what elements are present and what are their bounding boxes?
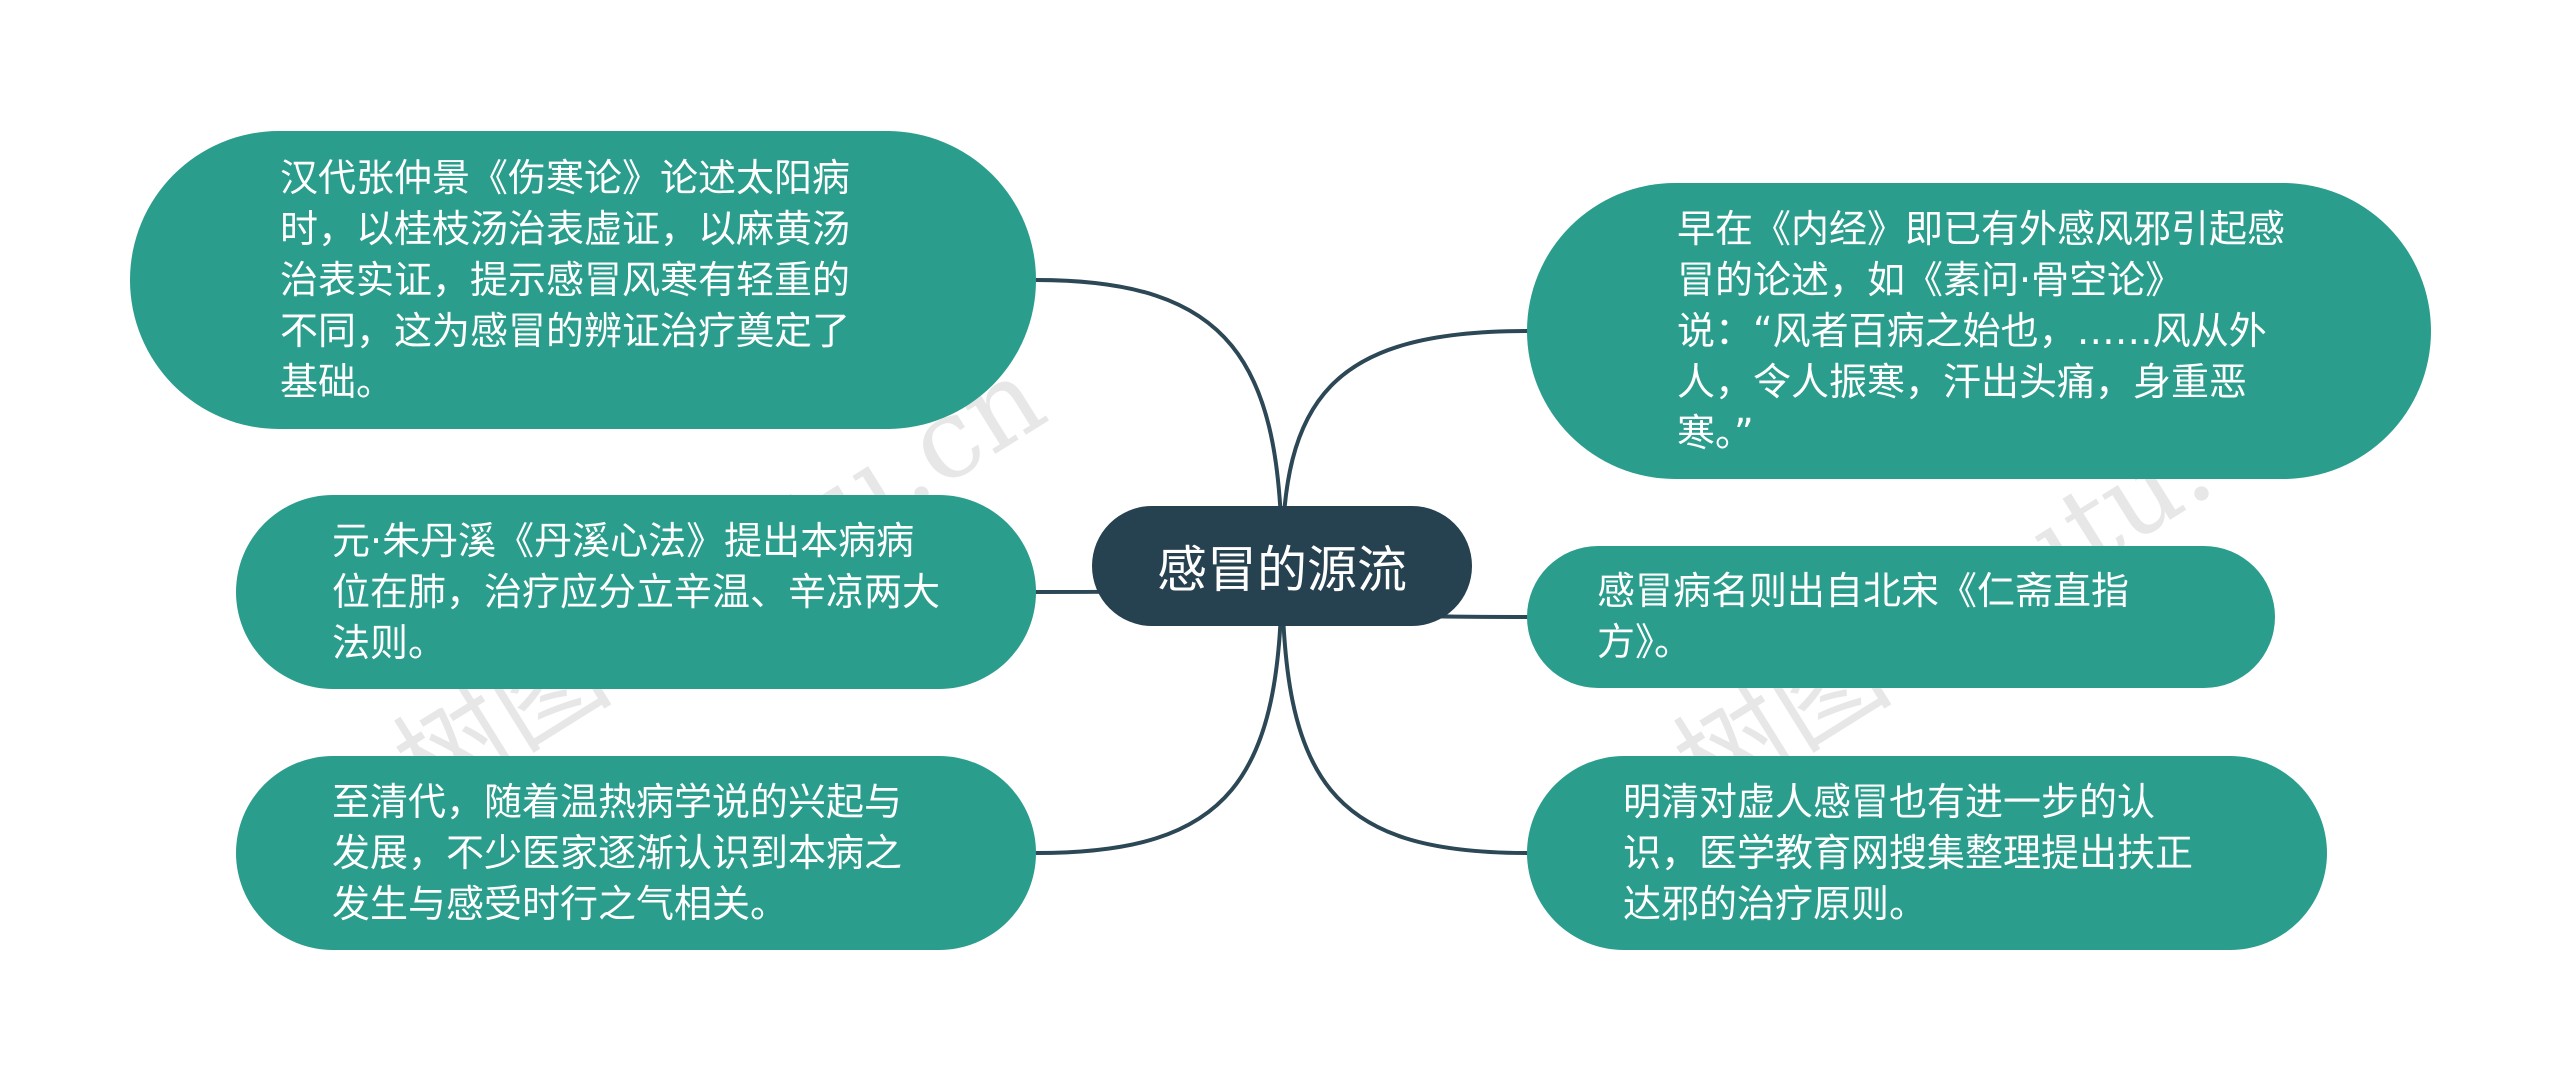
topic-node-yuan-dynasty[interactable]: 元·朱丹溪《丹溪心法》提出本病病位在肺，治疗应分立辛温、辛凉两大法则。 <box>236 495 1036 689</box>
topic-text: 至清代，随着温热病学说的兴起与发展，不少医家逐渐认识到本病之发生与感受时行之气相… <box>332 779 903 926</box>
topic-node-neijing[interactable]: 早在《内经》即已有外感风邪引起感冒的论述，如《素问·骨空论》说：“风者百病之始也… <box>1527 183 2431 479</box>
topic-text: 元·朱丹溪《丹溪心法》提出本病病位在肺，治疗应分立辛温、辛凉两大法则。 <box>332 518 941 665</box>
topic-node-ming-qing[interactable]: 明清对虚人感冒也有进一步的认识，医学教育网搜集整理提出扶正达邪的治疗原则。 <box>1527 756 2327 950</box>
topic-text: 汉代张仲景《伤寒论》论述太阳病时，以桂枝汤治表虚证，以麻黄汤治表实证，提示感冒风… <box>280 155 851 404</box>
central-topic-node[interactable]: 感冒的源流 <box>1092 506 1472 626</box>
topic-node-name-origin[interactable]: 感冒病名则出自北宋《仁斋直指方》。 <box>1527 546 2275 688</box>
topic-text: 早在《内经》即已有外感风邪引起感冒的论述，如《素问·骨空论》说：“风者百病之始也… <box>1677 206 2286 455</box>
topic-text: 感冒病名则出自北宋《仁斋直指方》。 <box>1597 569 2130 664</box>
topic-text: 明清对虚人感冒也有进一步的认识，医学教育网搜集整理提出扶正达邪的治疗原则。 <box>1623 779 2194 926</box>
topic-node-han-dynasty[interactable]: 汉代张仲景《伤寒论》论述太阳病时，以桂枝汤治表虚证，以麻黄汤治表实证，提示感冒风… <box>130 131 1036 429</box>
central-topic-label: 感冒的源流 <box>1157 541 1407 599</box>
topic-node-qing-dynasty[interactable]: 至清代，随着温热病学说的兴起与发展，不少医家逐渐认识到本病之发生与感受时行之气相… <box>236 756 1036 950</box>
